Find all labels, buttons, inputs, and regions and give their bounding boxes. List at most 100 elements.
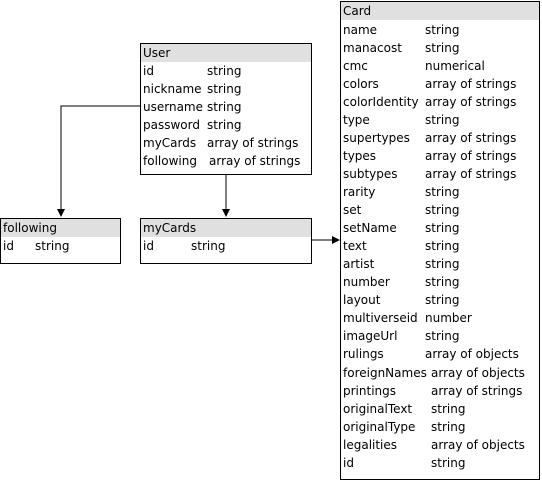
- field-name: foreignNames: [343, 366, 427, 380]
- field-type: numerical: [425, 59, 485, 73]
- field-name: username: [143, 100, 203, 114]
- field-name: printings: [343, 384, 397, 398]
- field-name: originalType: [343, 420, 416, 434]
- card-field: type string: [343, 111, 539, 129]
- field-type: string: [431, 456, 466, 470]
- field-name: setName: [343, 221, 397, 235]
- field-type: array of objects: [431, 438, 525, 452]
- field-type: array of strings: [425, 149, 517, 163]
- field-name: id: [143, 239, 154, 253]
- user-field: following array of strings: [143, 152, 311, 170]
- field-name: originalText: [343, 402, 413, 416]
- card-field: legalities array of objects: [343, 436, 539, 454]
- field-type: string: [425, 23, 460, 37]
- field-type: array of strings: [207, 136, 299, 150]
- field-name: type: [343, 113, 370, 127]
- card-field: multiverseid number: [343, 309, 539, 327]
- card-field: name string: [343, 21, 539, 39]
- field-type: string: [425, 203, 460, 217]
- card-field: rulings array of objects: [343, 345, 539, 363]
- field-type: array of strings: [209, 154, 301, 168]
- field-name: myCards: [143, 136, 197, 150]
- field-type: string: [207, 118, 242, 132]
- field-name: cmc: [343, 59, 368, 73]
- field-type: string: [425, 113, 460, 127]
- card-field: imageUrl string: [343, 327, 539, 345]
- field-name: colors: [343, 77, 379, 91]
- field-name: id: [3, 239, 14, 253]
- card-entity-title: Card: [341, 2, 539, 20]
- field-type: string: [425, 293, 460, 307]
- card-field: colorIdentity array of strings: [343, 93, 539, 111]
- field-type: string: [425, 221, 460, 235]
- card-field: originalType string: [343, 418, 539, 436]
- connector-user-to-following: [57, 105, 140, 217]
- field-name: layout: [343, 293, 381, 307]
- field-name: subtypes: [343, 167, 398, 181]
- field-type: string: [425, 239, 460, 253]
- card-field: text string: [343, 237, 539, 255]
- card-field: manacost string: [343, 39, 539, 57]
- field-name: rarity: [343, 185, 376, 199]
- field-name: types: [343, 149, 377, 163]
- field-type: array of objects: [431, 366, 525, 380]
- field-name: legalities: [343, 438, 398, 452]
- field-name: id: [143, 64, 154, 78]
- card-field: subtypes array of strings: [343, 165, 539, 183]
- card-field: id string: [343, 454, 539, 472]
- user-field: id string: [143, 62, 311, 80]
- field-type: array of strings: [425, 95, 517, 109]
- card-field: setName string: [343, 219, 539, 237]
- user-entity[interactable]: User id string nickname string username …: [140, 43, 312, 175]
- field-type: string: [425, 41, 460, 55]
- card-field: colors array of strings: [343, 75, 539, 93]
- card-field: set string: [343, 201, 539, 219]
- user-entity-title: User: [141, 44, 311, 62]
- card-field: layout string: [343, 291, 539, 309]
- card-field: foreignNames array of objects: [343, 364, 539, 382]
- field-type: string: [35, 239, 70, 253]
- field-type: array of strings: [425, 167, 517, 181]
- field-type: string: [425, 257, 460, 271]
- field-name: imageUrl: [343, 329, 398, 343]
- card-field: number string: [343, 273, 539, 291]
- field-name: name: [343, 23, 378, 37]
- field-name: multiverseid: [343, 311, 418, 325]
- user-field: myCards array of strings: [143, 134, 311, 152]
- mycards-entity-title: myCards: [141, 219, 311, 237]
- field-name: set: [343, 203, 362, 217]
- card-field: printings array of strings: [343, 382, 539, 400]
- mycards-entity[interactable]: myCards id string: [140, 218, 312, 264]
- card-field: originalText string: [343, 400, 539, 418]
- user-field: username string: [143, 98, 311, 116]
- field-name: number: [343, 275, 390, 289]
- field-type: string: [207, 100, 242, 114]
- card-entity[interactable]: Card name string manacost string cmc num…: [340, 1, 540, 480]
- card-field: cmc numerical: [343, 57, 539, 75]
- field-type: array of strings: [425, 131, 517, 145]
- field-type: string: [425, 329, 460, 343]
- field-name: nickname: [143, 82, 202, 96]
- following-entity-title: following: [1, 219, 120, 237]
- field-type: string: [425, 275, 460, 289]
- field-type: string: [207, 82, 242, 96]
- field-type: array of strings: [425, 77, 517, 91]
- field-type: string: [425, 185, 460, 199]
- field-name: colorIdentity: [343, 95, 419, 109]
- user-field: nickname string: [143, 80, 311, 98]
- card-field: types array of strings: [343, 147, 539, 165]
- field-type: string: [431, 402, 466, 416]
- user-field: password string: [143, 116, 311, 134]
- card-field: artist string: [343, 255, 539, 273]
- field-name: manacost: [343, 41, 402, 55]
- field-name: artist: [343, 257, 375, 271]
- card-field: supertypes array of strings: [343, 129, 539, 147]
- field-type: number: [425, 311, 472, 325]
- field-type: string: [207, 64, 242, 78]
- field-name: text: [343, 239, 367, 253]
- following-entity[interactable]: following id string: [0, 218, 121, 264]
- field-type: array of strings: [431, 384, 523, 398]
- mycards-field: id string: [143, 237, 311, 255]
- field-name: supertypes: [343, 131, 410, 145]
- field-name: password: [143, 118, 200, 132]
